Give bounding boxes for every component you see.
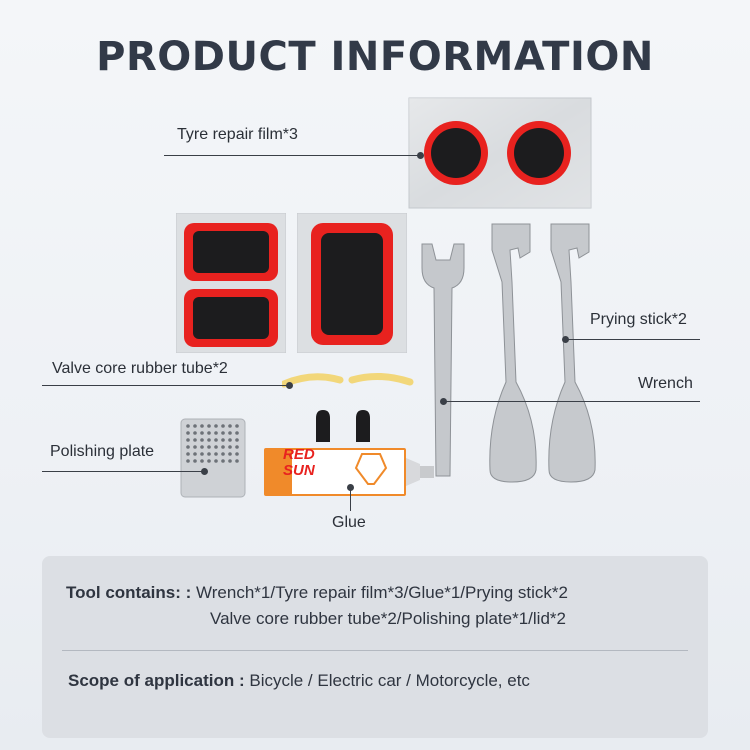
pointer-dot <box>562 336 569 343</box>
info-divider <box>62 650 688 651</box>
label-polishing-plate: Polishing plate <box>50 443 155 460</box>
rect-patch-sheet-one <box>297 213 407 353</box>
scope-row: Scope of application : Bicycle / Electri… <box>68 671 530 691</box>
pointer-line <box>42 385 288 386</box>
pointer-dot <box>440 398 447 405</box>
pointer-dot <box>286 382 293 389</box>
pointer-dot <box>201 468 208 475</box>
tool-contains-line1: Wrench*1/Tyre repair film*3/Glue*1/Pryin… <box>196 583 568 602</box>
label-prying-stick: Prying stick*2 <box>590 311 687 328</box>
pointer-line <box>164 155 422 156</box>
page-title: PRODUCT INFORMATION <box>96 34 654 80</box>
tool-contains-line2: Valve core rubber tube*2/Polishing plate… <box>210 609 566 628</box>
tool-contains-label: Tool contains: : <box>66 583 192 602</box>
pointer-dot <box>417 152 424 159</box>
valve-lids <box>316 410 370 442</box>
label-valve-tube: Valve core rubber tube*2 <box>52 360 228 377</box>
rect-patch-sheet-two <box>176 213 286 353</box>
scope-label: Scope of application : <box>68 671 245 690</box>
valve-rubber-tubes <box>282 373 414 388</box>
label-wrench: Wrench <box>638 375 693 392</box>
scope-value: Bicycle / Electric car / Motorcycle, etc <box>249 671 530 690</box>
prying-stick-left <box>489 223 537 483</box>
info-panel <box>42 556 708 738</box>
round-patch-sheet <box>408 97 592 209</box>
label-repair-film: Tyre repair film*3 <box>177 126 298 143</box>
label-glue: Glue <box>332 514 366 531</box>
tool-contains-row: Tool contains: : Wrench*1/Tyre repair fi… <box>66 583 568 603</box>
polishing-plate <box>180 418 246 498</box>
pointer-dot <box>347 484 354 491</box>
pointer-line <box>444 401 700 402</box>
pointer-line-vertical <box>350 487 351 511</box>
wrench <box>421 243 465 477</box>
prying-stick-right <box>548 223 596 483</box>
pointer-line <box>566 339 700 340</box>
pointer-line <box>42 471 206 472</box>
